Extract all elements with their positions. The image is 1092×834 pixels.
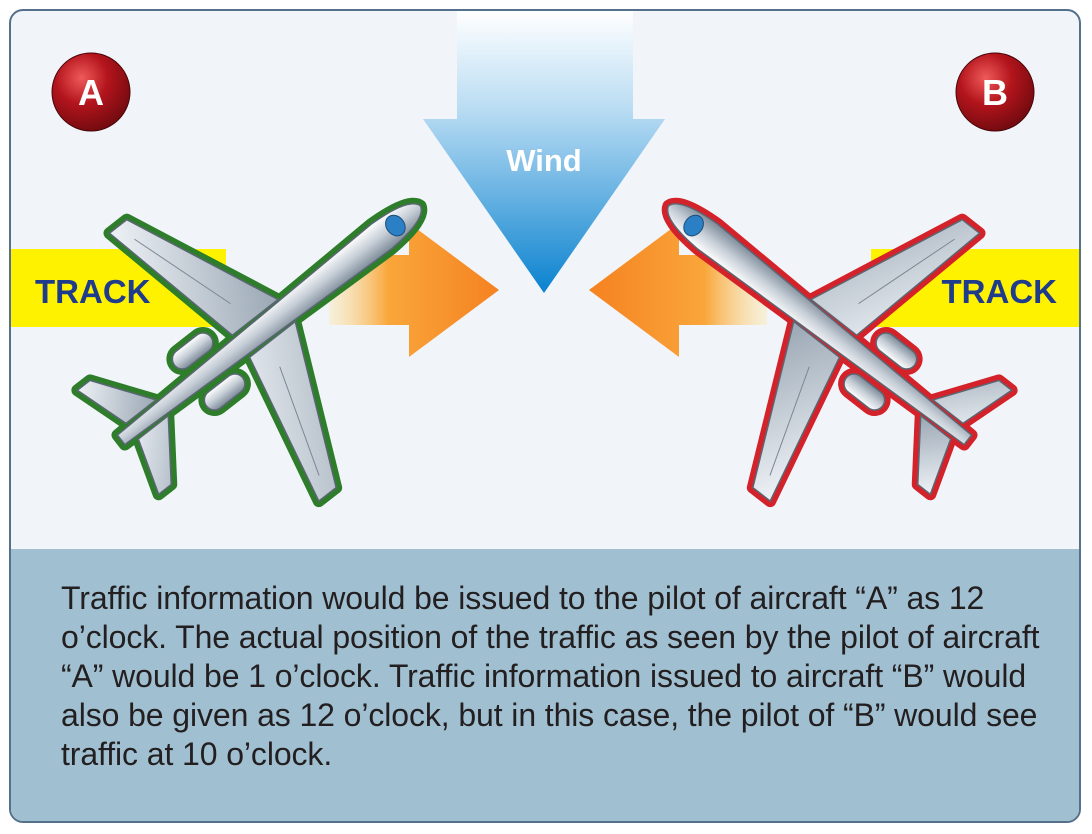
scene-drawing: A B Wind TRACK TRACK bbox=[11, 11, 1079, 549]
badge-a-letter: A bbox=[78, 72, 104, 113]
track-label-right: TRACK bbox=[942, 273, 1058, 310]
diagram-frame: A B Wind TRACK TRACK Traffic information… bbox=[9, 9, 1081, 823]
wind-arrow bbox=[423, 11, 665, 293]
caption-text: Traffic information would be issued to t… bbox=[61, 580, 1040, 772]
track-label-left: TRACK bbox=[35, 273, 151, 310]
diagram-scene: A B Wind TRACK TRACK bbox=[11, 11, 1079, 549]
wind-label: Wind bbox=[506, 143, 581, 178]
caption-panel: Traffic information would be issued to t… bbox=[11, 549, 1079, 821]
badge-a: A bbox=[51, 52, 131, 132]
badge-b: B bbox=[955, 52, 1035, 132]
badge-b-letter: B bbox=[982, 72, 1008, 113]
